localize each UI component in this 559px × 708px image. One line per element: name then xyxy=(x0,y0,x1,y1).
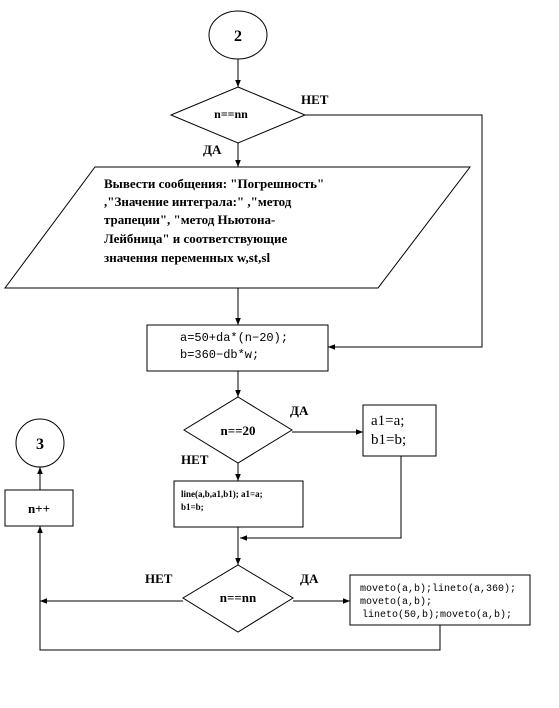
decision-3-text: n==nn xyxy=(220,590,257,605)
decision-3-no-label: НЕТ xyxy=(145,571,173,586)
line-block-line-1: line(a,b,a1,b1); a1=a; xyxy=(181,489,263,499)
flow-line xyxy=(305,114,483,350)
decision-2-yes-label: ДА xyxy=(290,403,309,418)
line-block-line-2: b1=b; xyxy=(181,502,204,512)
flow-line xyxy=(240,456,402,541)
decision-3-yes-label: ДА xyxy=(300,571,319,586)
assign-ab-line-1: a1=a; xyxy=(371,413,404,429)
assign-ab-block xyxy=(362,404,437,457)
output-line-2: ,"Значение интеграла:" ,"метод xyxy=(104,194,292,209)
flow-line xyxy=(37,526,441,651)
decision-1-yes-label: ДА xyxy=(203,142,222,157)
decision-3-diamond xyxy=(182,564,294,633)
output-parallelogram xyxy=(4,166,472,289)
output-line-5: значения переменных w,st,sl xyxy=(104,250,270,265)
assign-1-line-1: a=50+da*(n−20); xyxy=(180,331,288,345)
connector-left-label: 3 xyxy=(36,436,44,453)
decision-2-text: n==20 xyxy=(220,423,255,438)
moveto-line-1: moveto(a,b);lineto(a,360); xyxy=(360,583,516,595)
moveto-line-3: lineto(50,b);moveto(a,b); xyxy=(362,609,512,621)
connector-top-label: 2 xyxy=(234,28,242,45)
decision-1-text: n==nn xyxy=(214,107,248,121)
decision-2-no-label: НЕТ xyxy=(181,452,209,467)
moveto-line-2: moveto(a,b); xyxy=(360,596,432,608)
assign-ab-line-2: b1=b; xyxy=(371,432,406,448)
output-line-3: трапеции", "метод Ньютона- xyxy=(104,212,275,227)
output-line-4: Лейбница" и соответствующие xyxy=(104,231,287,246)
increment-text: n++ xyxy=(28,501,50,516)
assign-1-line-2: b=360−db*w; xyxy=(180,348,259,362)
output-line-1: Вывести сообщения: "Погрешность" xyxy=(104,176,324,191)
decision-1-no-label: НЕТ xyxy=(301,92,329,107)
